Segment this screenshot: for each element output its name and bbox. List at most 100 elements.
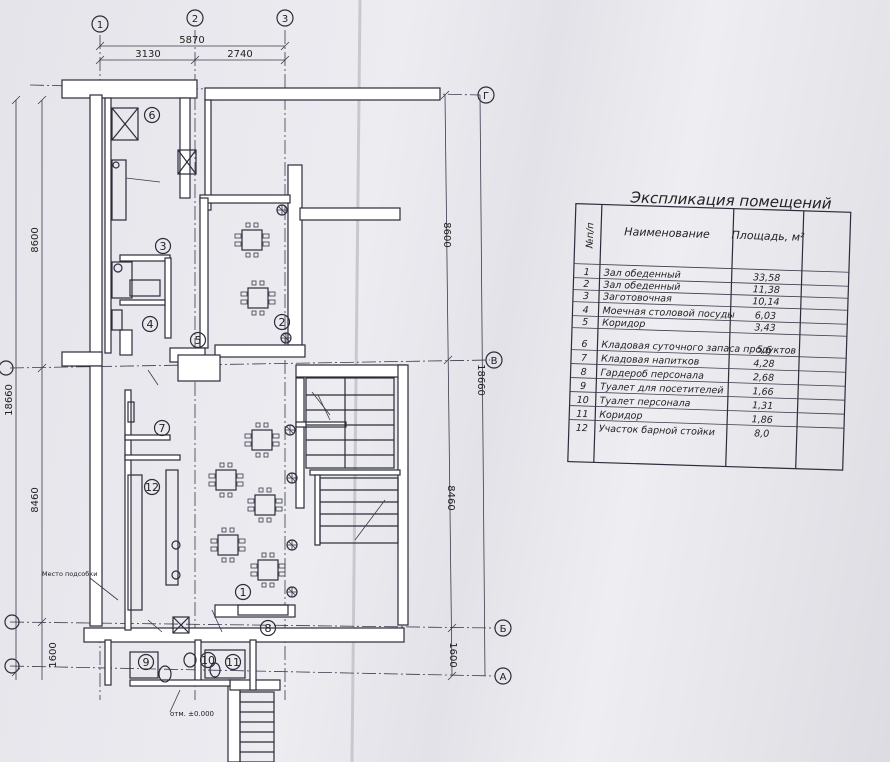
elevation-note: отм. ±0.000 xyxy=(170,710,214,718)
vent-symbol xyxy=(276,204,288,216)
axis-marker-col-3: 3 xyxy=(276,9,294,27)
table-row: 9 Туалет для посетителей 1,66 xyxy=(570,377,846,398)
cell-num: 11 xyxy=(576,409,588,420)
sanitary-fixtures xyxy=(129,649,246,713)
staircase-lower xyxy=(319,477,399,544)
dim-height-total-right: 18660 xyxy=(475,364,486,396)
cell-area: 33,58 xyxy=(753,272,781,284)
room-number-1: 1 xyxy=(234,583,252,601)
header-area: Площадь, м² xyxy=(731,229,805,244)
cell-name: Гардероб персонала xyxy=(600,368,704,382)
dining-table xyxy=(210,527,246,563)
cell-name: Туалет для посетителей xyxy=(600,382,724,397)
cell-area: 8,0 xyxy=(754,428,769,439)
header-name: Наименование xyxy=(624,225,710,241)
dim-span-2-3: 2740 xyxy=(227,49,252,60)
cell-num: 12 xyxy=(576,423,588,434)
cell-area: 2,68 xyxy=(753,372,774,384)
cell-num: 2 xyxy=(583,279,589,290)
room-number-5: 5 xyxy=(189,331,207,349)
dim-height-bottom-left: 1600 xyxy=(48,642,59,667)
cell-num: 7 xyxy=(581,353,587,364)
dim-overall-width: 5870 xyxy=(179,35,204,46)
axis-label-row-g: Г xyxy=(483,91,489,102)
room-number-4: 4 xyxy=(141,315,159,333)
cell-area: 1,86 xyxy=(751,414,772,426)
dining-table xyxy=(240,280,276,316)
cell-name: Зал обеденный xyxy=(604,268,681,281)
cell-num: 9 xyxy=(580,381,586,392)
room-number-label: 6 xyxy=(149,109,156,122)
axis-label-row-a: А xyxy=(500,672,507,683)
room-number-7: 7 xyxy=(153,419,171,437)
cell-num: 10 xyxy=(577,395,589,406)
table-row: 12 Участок барной стойки 8,0 xyxy=(569,419,844,440)
dim-height-total-left: 18660 xyxy=(4,384,15,416)
cell-area: 1,66 xyxy=(752,386,773,398)
room-number-label: 7 xyxy=(159,422,166,435)
axis-marker-row-g: Г xyxy=(477,86,495,104)
axis-label-col-2: 2 xyxy=(192,14,198,25)
axis-marker-row-b: Б xyxy=(4,614,512,637)
header-num: №п/п xyxy=(584,222,596,249)
room-number-label: 4 xyxy=(147,318,154,331)
room-number-label: 1 xyxy=(240,586,247,599)
cell-name: Туалет персонала xyxy=(600,396,691,410)
dining-table xyxy=(244,422,280,458)
cell-area: 6,03 xyxy=(755,310,776,322)
cell-area: 4,28 xyxy=(753,358,774,370)
cell-name: Участок барной стойки xyxy=(599,423,715,438)
cell-name: Кладовая напитков xyxy=(601,354,700,368)
paper-fold xyxy=(350,0,362,762)
dim-height-mid-left: 8460 xyxy=(30,487,41,512)
vent-symbol xyxy=(280,332,292,344)
room-number-9: 9 xyxy=(137,653,155,671)
cell-num: 1 xyxy=(584,267,590,278)
room-number-label: 3 xyxy=(160,240,167,253)
cell-num: 5 xyxy=(582,317,588,328)
table-row: 7 Кладовая напитков 4,28 xyxy=(571,349,847,370)
cell-name: Заготовочная xyxy=(603,292,672,305)
explication-table: Экспликация помещений №п/п Наименование … xyxy=(567,188,852,471)
room-number-label: 10 xyxy=(201,654,215,667)
dim-height-top-right: 8600 xyxy=(441,222,452,247)
axis-marker-row-a: А xyxy=(4,658,512,685)
room-number-label: 11 xyxy=(226,656,240,669)
table-row: 2 Зал обеденный 11,38 xyxy=(573,277,849,296)
staircase-upper xyxy=(305,377,395,469)
cell-num: 3 xyxy=(583,291,589,302)
cell-num: 6 xyxy=(581,339,587,350)
room-number-6: 6 xyxy=(143,106,161,124)
axis-marker-col-1: 1 xyxy=(91,15,109,33)
room-number-label: 2 xyxy=(279,316,286,329)
top-dimensions: 5870 3130 2740 xyxy=(95,35,290,65)
cell-name: Зал обеденный xyxy=(603,280,680,293)
cell-area: 1,31 xyxy=(752,400,773,412)
table-frame xyxy=(567,203,852,471)
vent-symbol xyxy=(284,424,296,436)
room-number-11: 11 xyxy=(224,653,242,671)
cell-area: 3,43 xyxy=(754,322,775,334)
room-number-10: 10 xyxy=(199,651,217,669)
axis-label-row-b: Б xyxy=(500,624,507,635)
dining-table xyxy=(250,552,286,588)
cell-name: Моечная столовой посуды xyxy=(602,306,735,321)
dim-height-mid-right: 8460 xyxy=(445,485,456,510)
staircase-basement xyxy=(239,691,275,762)
table-row: 10 Туалет персонала 1,31 xyxy=(569,391,845,412)
axis-marker-row-v: В xyxy=(0,351,503,376)
left-dimensions: 18660 8600 8460 1600 xyxy=(4,95,59,680)
table-row: 1 Зал обеденный 33,58 xyxy=(574,263,849,284)
room-number-label: 12 xyxy=(145,481,159,494)
axis-label-row-v: В xyxy=(491,356,498,367)
side-note: Место подсобки xyxy=(42,570,97,578)
cell-area: 11,38 xyxy=(753,284,781,296)
room-number-2: 2 xyxy=(273,313,291,331)
room-number-label: 5 xyxy=(195,334,202,347)
room-number-3: 3 xyxy=(154,237,172,255)
